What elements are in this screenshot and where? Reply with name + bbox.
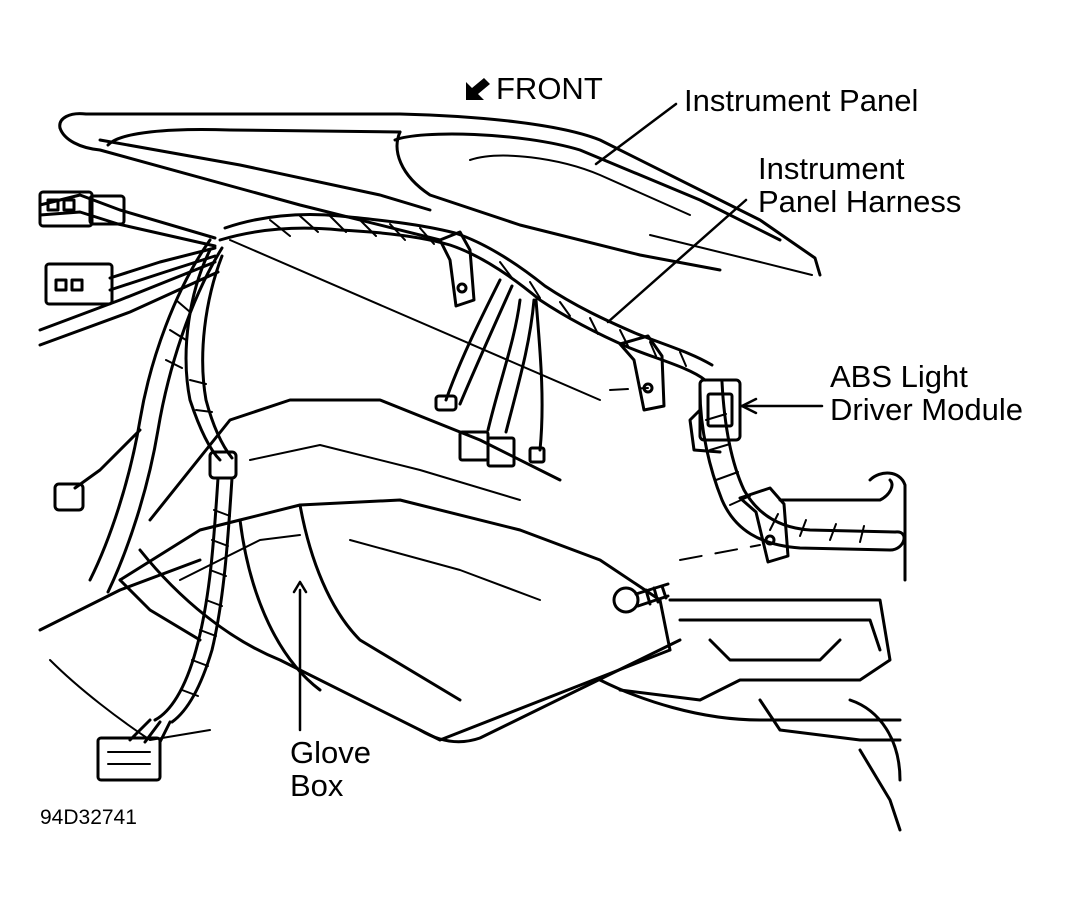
figure-code: 94D32741	[40, 806, 137, 830]
front-direction-label: FRONT	[496, 72, 603, 105]
glove-box	[38, 398, 682, 744]
arrow-down-left-icon	[466, 78, 490, 100]
instrument-panel-label: Instrument Panel	[684, 84, 918, 117]
instrument-panel-label-text: Instrument Panel	[684, 83, 919, 118]
abs-light-driver-module	[688, 378, 742, 454]
glove-box-line-2: Box	[290, 768, 344, 803]
instrument-panel-harness-line-1: Instrument	[758, 151, 905, 186]
abs-light-driver-module-label: ABS Light Driver Module	[830, 360, 1023, 426]
instrument-panel-harness-label: Instrument Panel Harness	[758, 152, 961, 218]
glove-box-label: Glove Box	[290, 736, 371, 802]
abs-label-line-2: Driver Module	[830, 392, 1023, 427]
figure-code-text: 94D32741	[40, 806, 137, 829]
instrument-panel	[58, 112, 822, 277]
center-wire-branches	[434, 278, 546, 468]
front-label-text: FRONT	[496, 71, 603, 106]
glove-box-line-1: Glove	[290, 735, 371, 770]
lower-structure	[598, 471, 907, 832]
instrument-panel-harness	[218, 213, 906, 552]
left-wire-branches	[38, 190, 238, 782]
abs-label-line-1: ABS Light	[830, 359, 968, 394]
instrument-panel-harness-line-2: Panel Harness	[758, 184, 962, 219]
alignment-lines	[229, 239, 761, 561]
leader-lines	[292, 102, 824, 732]
mounting-brackets	[438, 230, 790, 564]
mounting-screw	[612, 582, 670, 614]
